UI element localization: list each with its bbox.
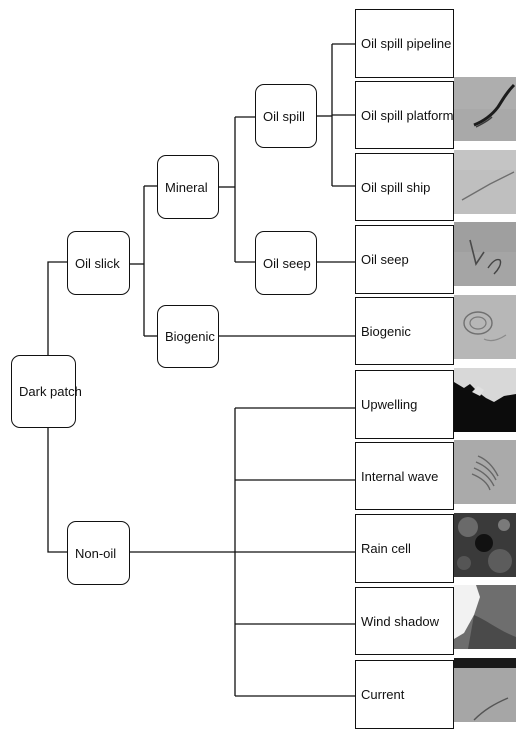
leaf-label: Internal wave: [361, 469, 438, 484]
node-label: Oil seep: [263, 256, 311, 271]
leaf-label: Current: [361, 687, 404, 702]
node-label: Oil spill: [263, 109, 305, 124]
node-oil-spill: Oil spill: [255, 84, 317, 148]
leaf-label: Oil spill pipeline: [361, 36, 451, 51]
leaf-rain-cell: Rain cell: [355, 514, 454, 583]
leaf-wind-shadow: Wind shadow: [355, 587, 454, 655]
node-label: Non-oil: [75, 546, 116, 561]
sar-biogenic-thumbnail: [454, 295, 516, 359]
node-biogenic: Biogenic: [157, 305, 219, 368]
leaf-label: Oil spill platform: [361, 108, 453, 123]
leaf-label: Upwelling: [361, 397, 417, 412]
node-label: Oil slick: [75, 256, 120, 271]
leaf-oil-seep: Oil seep: [355, 225, 454, 294]
leaf-label: Oil spill ship: [361, 180, 430, 195]
leaf-label: Oil seep: [361, 252, 409, 267]
sar-internal-wave-thumbnail: [454, 440, 516, 504]
sar-oil-seep-thumbnail: [454, 222, 516, 286]
leaf-oil-spill-ship: Oil spill ship: [355, 153, 454, 221]
sar-wind-shadow-thumbnail: [454, 585, 516, 649]
node-label: Mineral: [165, 180, 208, 195]
node-label: Biogenic: [165, 329, 215, 344]
node-dark-patch: Dark patch: [11, 355, 76, 428]
sar-oil-spill-platform-thumbnail: [454, 77, 516, 141]
leaf-label: Biogenic: [361, 324, 411, 339]
node-non-oil: Non-oil: [67, 521, 130, 585]
leaf-label: Wind shadow: [361, 614, 439, 629]
leaf-biogenic: Biogenic: [355, 297, 454, 365]
sar-current-thumbnail: [454, 658, 516, 722]
leaf-label: Rain cell: [361, 541, 411, 556]
sar-oil-spill-ship-thumbnail: [454, 150, 516, 214]
leaf-oil-spill-platform: Oil spill platform: [355, 81, 454, 149]
sar-rain-cell-thumbnail: [454, 513, 516, 577]
leaf-current: Current: [355, 660, 454, 729]
node-mineral: Mineral: [157, 155, 219, 219]
node-oil-seep: Oil seep: [255, 231, 317, 295]
node-oil-slick: Oil slick: [67, 231, 130, 295]
leaf-upwelling: Upwelling: [355, 370, 454, 439]
leaf-oil-spill-pipeline: Oil spill pipeline: [355, 9, 454, 78]
sar-upwelling-thumbnail: [454, 368, 516, 432]
node-label: Dark patch: [19, 384, 82, 399]
leaf-internal-wave: Internal wave: [355, 442, 454, 510]
